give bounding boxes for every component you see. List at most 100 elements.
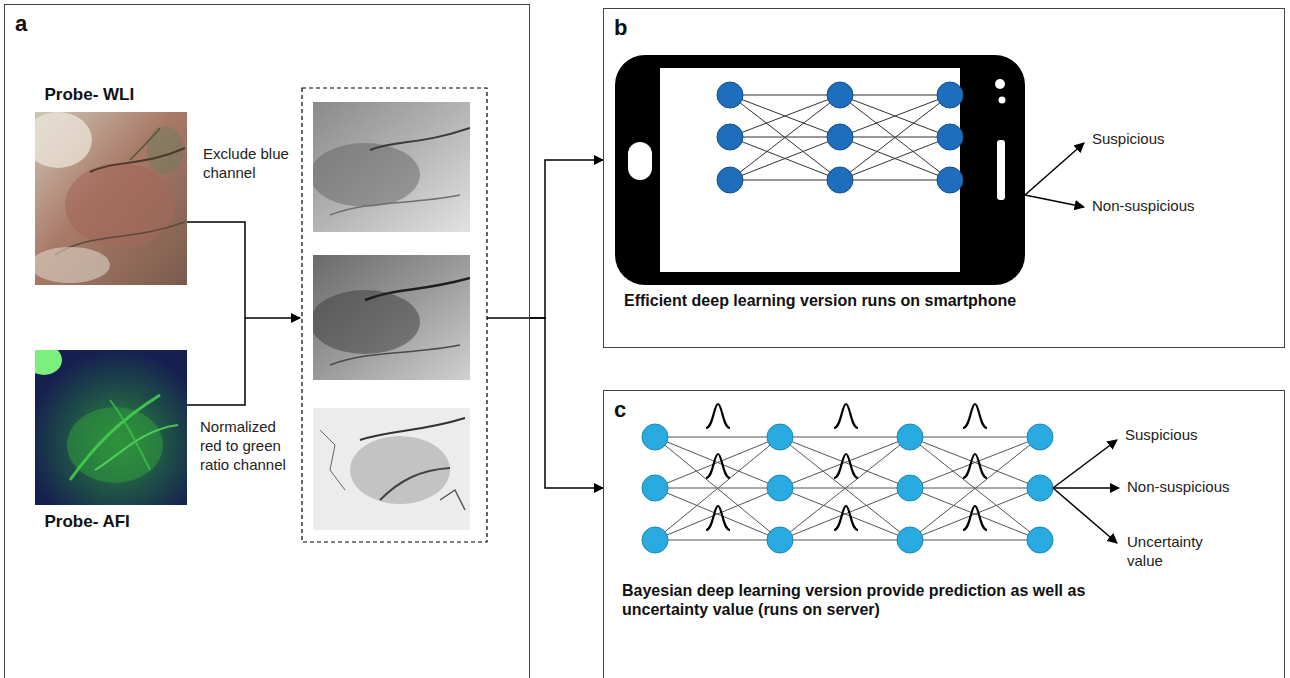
neuron xyxy=(897,527,923,553)
image-streak xyxy=(320,430,345,490)
gaussian-curve xyxy=(706,506,730,530)
neuron xyxy=(1027,527,1053,553)
gaussian-curve xyxy=(963,506,987,530)
step-note: Normalized red to green ratio channel xyxy=(200,418,298,474)
photo-streak xyxy=(70,395,160,480)
image-streak xyxy=(365,278,470,300)
network-neurons xyxy=(642,424,1053,553)
output-label: Uncertainty value xyxy=(1127,533,1222,571)
panel-letter: a xyxy=(15,11,27,37)
output-arrow xyxy=(1053,487,1119,489)
output-arrow xyxy=(1025,143,1084,195)
phone-sensor xyxy=(999,97,1006,104)
neuron xyxy=(827,124,853,150)
neuron xyxy=(827,82,853,108)
photo-tissue xyxy=(147,126,183,174)
panel-caption: Efficient deep learning version runs on … xyxy=(624,291,1274,310)
neuron xyxy=(937,167,963,193)
output-label: Non-suspicious xyxy=(1127,478,1277,497)
image-shade xyxy=(350,436,450,504)
image-shade xyxy=(313,143,420,207)
output-arrow xyxy=(1053,488,1117,543)
neuron xyxy=(1027,475,1053,501)
network-links xyxy=(730,95,840,180)
neuron xyxy=(767,424,793,450)
image-streak xyxy=(360,418,465,440)
neuron xyxy=(642,527,668,553)
photo-glow xyxy=(35,350,62,375)
weight-distributions xyxy=(706,404,987,530)
neuron xyxy=(642,475,668,501)
probe-heading: Probe- WLI xyxy=(45,85,135,105)
gray-image xyxy=(313,102,470,232)
wli-photo xyxy=(35,112,187,285)
gaussian-curve xyxy=(834,404,858,428)
merge-arrow xyxy=(245,317,300,319)
output-arrow xyxy=(1053,440,1117,488)
neuron xyxy=(897,424,923,450)
image-streak xyxy=(330,345,460,365)
panel-letter: c xyxy=(614,397,626,423)
neuron xyxy=(767,527,793,553)
panel-box: bEfficient deep learning version runs on… xyxy=(603,8,1285,348)
network-links xyxy=(910,437,1040,540)
gaussian-curve xyxy=(963,404,987,428)
gaussian-curve xyxy=(834,506,858,530)
output-label: Suspicious xyxy=(1092,130,1242,149)
neuron xyxy=(937,124,963,150)
output-label: Suspicious xyxy=(1125,426,1275,445)
dashed-frame xyxy=(302,88,487,542)
neuron xyxy=(827,167,853,193)
photo-tissue xyxy=(65,163,175,247)
neuron xyxy=(717,167,743,193)
image-streak xyxy=(370,128,470,150)
phone-screen xyxy=(660,68,960,272)
network-links xyxy=(840,95,950,180)
photo-streak xyxy=(95,425,178,470)
neuron xyxy=(642,424,668,450)
connector-arrow xyxy=(530,160,603,318)
probe-heading: Probe- AFI xyxy=(45,512,130,532)
network-links xyxy=(655,437,780,540)
output-line xyxy=(487,317,531,319)
photo-glow xyxy=(67,407,163,483)
photo-ground xyxy=(35,350,187,505)
phone-body xyxy=(615,55,1025,285)
connector-arrow xyxy=(530,318,603,488)
image-streak xyxy=(330,195,460,215)
image-streak xyxy=(380,468,450,500)
neuron xyxy=(897,475,923,501)
image-node: Probe- WLI xyxy=(35,112,187,285)
neuron xyxy=(717,124,743,150)
phone-camera xyxy=(995,79,1005,89)
panel-caption: Bayesian deep learning version provide p… xyxy=(622,581,1102,619)
photo-highlight xyxy=(35,247,110,283)
image-streak xyxy=(440,490,465,510)
afi-photo xyxy=(35,350,187,505)
gaussian-curve xyxy=(706,454,730,478)
panel-box: aProbe- WLI Probe- AFI xyxy=(4,4,530,678)
ratio-image xyxy=(313,408,470,530)
photo-highlight xyxy=(35,112,92,168)
output-arrow xyxy=(1025,195,1084,207)
gaussian-curve xyxy=(706,404,730,428)
step-note: Exclude blue channel xyxy=(203,145,295,183)
gray-image xyxy=(313,255,470,380)
image-node: Probe- AFI xyxy=(35,350,187,505)
merge-line xyxy=(187,222,245,405)
network-links xyxy=(780,437,910,540)
neuron xyxy=(767,475,793,501)
photo-vein xyxy=(130,128,160,160)
neuron xyxy=(937,82,963,108)
gaussian-curve xyxy=(963,454,987,478)
neuron xyxy=(717,82,743,108)
neuron xyxy=(1027,424,1053,450)
gaussian-curve xyxy=(834,454,858,478)
panel-letter: b xyxy=(614,15,627,41)
phone-button xyxy=(628,142,652,180)
photo-streak xyxy=(110,400,150,470)
output-label: Non-suspicious xyxy=(1092,197,1242,216)
network-neurons xyxy=(717,82,963,193)
phone-slot xyxy=(997,140,1005,200)
